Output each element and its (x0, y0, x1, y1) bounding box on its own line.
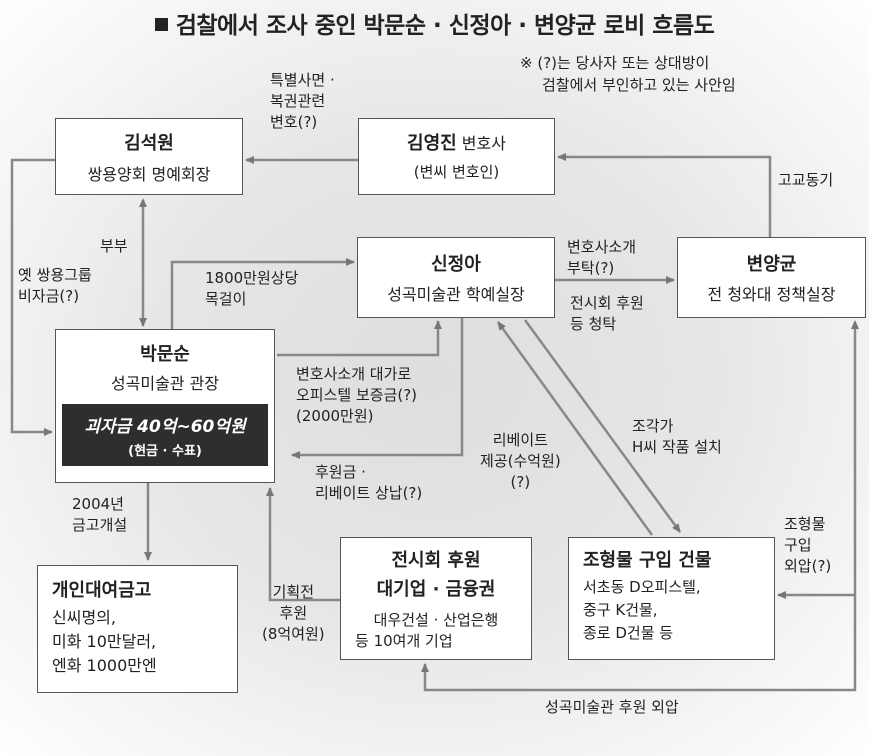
node-line: 중구 K건물, (583, 601, 658, 619)
node-line: 신씨명의, (52, 608, 116, 627)
arrow-planned (266, 487, 340, 602)
node-sculpture: 조형물 구입 건물 서초동 D오피스텔, 중구 K건물, 종로 D건물 등 (568, 537, 775, 660)
label-pardon: 특별사면 · 복권관련 변호(?) (270, 70, 335, 133)
node-sub: 전 청와대 정책실장 (707, 285, 836, 304)
label-line: 리베이트 (492, 431, 548, 449)
label-line: 등 청탁 (570, 315, 617, 333)
label-repay: 후원금 · 리베이트 상납(?) (315, 462, 422, 504)
label-line: 기획전 (272, 583, 315, 601)
node-kim-seokwon: 김석원 쌍용양회 명예회장 (55, 118, 243, 195)
node-name: 대기업 · 금융권 (376, 579, 496, 600)
label-sculpture-pressure: 조형물 구입 외압(?) (784, 514, 831, 577)
label-line: 변호(?) (270, 113, 318, 131)
label-line: 리베이트 상납(?) (315, 484, 423, 502)
label-couple: 부부 (100, 237, 128, 255)
label-rebate: 리베이트 제공(수억원) (?) (480, 430, 561, 493)
label-lawyer-request: 변호사소개 부탁(?) (567, 237, 636, 279)
arrow-deposit (277, 320, 442, 357)
node-kim-youngjin: 김영진 변호사 (변씨 변호인) (358, 118, 555, 195)
label-line: 특별사면 · (270, 71, 335, 89)
node-name: 변양균 (746, 254, 797, 275)
label-line: (?) (510, 473, 531, 491)
label-safe-open: 2004년 금고개설 (72, 494, 127, 536)
label-sculptor: 조각가 H씨 작품 설치 (632, 416, 722, 458)
node-role: 변호사 (461, 134, 506, 153)
label-line: 전시회 후원 (570, 294, 644, 312)
label-line: 변호사소개 대가로 (296, 365, 412, 383)
node-sub: 성곡미술관 학예실장 (387, 285, 525, 304)
label-line: H씨 작품 설치 (632, 438, 722, 456)
node-line: 등 10여개 기업 (355, 632, 453, 650)
label-line: 구입 (784, 536, 812, 554)
node-line: 서초동 D오피스텔, (583, 578, 701, 596)
square-bullet-icon (154, 18, 168, 31)
arrow-necklace (170, 258, 355, 329)
label-line: 변호사소개 (567, 238, 637, 256)
node-name: 전시회 후원 (391, 550, 481, 571)
node-name: 김영진 (407, 133, 457, 154)
node-byun-yanggyun: 변양균 전 청와대 정책실장 (677, 237, 866, 318)
node-park-munsun: 박문순 성곡미술관 관장 괴자금 40억~60억원 (현금 · 수표) (55, 329, 275, 483)
page-title: 검찰에서 조사 중인 박문순 · 신정아 · 변양균 로비 흐름도 (0, 6, 869, 40)
label-line: 오피스텔 보증금(?) (296, 386, 418, 404)
label-line: 후원 (279, 604, 308, 622)
label-planned: 기획전 후원 (8억여원) (262, 582, 325, 645)
arrow-rebate (496, 321, 654, 536)
label-deposit: 변호사소개 대가로 오피스텔 보증금(?) (2000만원) (296, 364, 417, 427)
node-shin-jeonga: 신정아 성곡미술관 학예실장 (357, 237, 555, 318)
label-line: 부탁(?) (567, 259, 615, 277)
label-museum-pressure: 성곡미술관 후원 외압 (545, 698, 679, 716)
arrow-byun-to-kimyoungjin (557, 153, 772, 237)
title-text: 검찰에서 조사 중인 박문순 · 신정아 · 변양균 로비 흐름도 (175, 13, 715, 39)
label-line: 후원금 · (315, 463, 366, 481)
node-safe: 개인대여금고 신씨명의, 미화 10만달러, 엔화 1000만엔 (37, 565, 238, 693)
label-line: 조각가 (632, 417, 674, 435)
arrow-slush (10, 158, 55, 436)
label-line: 옛 쌍용그룹 (18, 266, 92, 284)
note-line: ※ (?)는 당사자 또는 상대방이 (520, 54, 710, 72)
node-line: 종로 D건물 등 (583, 624, 674, 642)
label-line: 외압(?) (784, 557, 832, 575)
node-line: 미화 10만달러, (52, 632, 157, 651)
label-line: (2000만원) (296, 407, 374, 425)
node-name: 개인대여금고 (52, 580, 152, 601)
node-name: 김석원 (124, 133, 174, 154)
label-line: 금고개설 (72, 516, 128, 534)
label-line: 복권관련 (270, 92, 326, 110)
node-line: 엔화 1000만엔 (52, 656, 157, 675)
label-slush: 옛 쌍용그룹 비자금(?) (18, 265, 92, 307)
label-necklace: 1800만원상당 목걸이 (205, 268, 298, 310)
label-line: 목걸이 (205, 290, 247, 308)
node-sub: 쌍용양회 명예회장 (87, 165, 211, 184)
label-line: 제공(수억원) (480, 452, 561, 470)
label-exhibit-request: 전시회 후원 등 청탁 (570, 293, 644, 335)
node-sponsors: 전시회 후원 대기업 · 금융권 대우건설 · 산업은행 등 10여개 기업 (340, 537, 532, 660)
node-sub: (변씨 변호인) (413, 163, 500, 181)
label-line: 1800만원상당 (205, 269, 299, 287)
note-line: 검찰에서 부인하고 있는 사안임 (542, 76, 736, 94)
slush-fund-amount: 괴자금 40억~60억원 (84, 417, 246, 437)
label-line: 조형물 (784, 515, 826, 533)
label-line: 비자금(?) (18, 287, 80, 305)
node-sub: 성곡미술관 관장 (110, 374, 220, 393)
label-line: (8억여원) (262, 625, 325, 643)
slush-fund-highlight: 괴자금 40억~60억원 (현금 · 수표) (62, 404, 268, 466)
node-name: 박문순 (140, 344, 190, 365)
node-line: 대우건설 · 산업은행 (373, 611, 499, 629)
slush-fund-type: (현금 · 수표) (128, 444, 202, 459)
node-name: 조형물 구입 건물 (583, 550, 712, 571)
label-line: 2004년 (72, 495, 124, 513)
label-classmate: 고교동기 (778, 171, 834, 189)
node-name: 신정아 (431, 254, 481, 275)
arrow-museum-pressure (421, 320, 859, 692)
note: ※ (?)는 당사자 또는 상대방이 검찰에서 부인하고 있는 사안임 (520, 52, 736, 96)
